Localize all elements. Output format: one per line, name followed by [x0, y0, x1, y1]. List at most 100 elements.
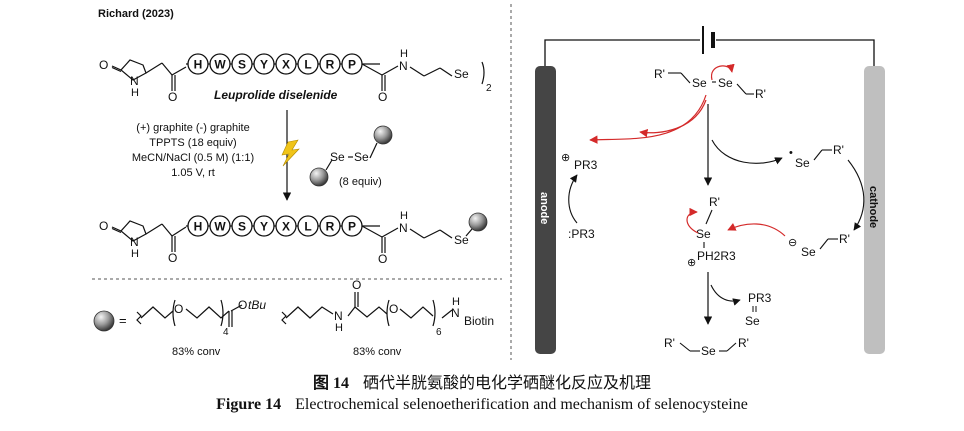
se-radical-species: • Se R'	[789, 143, 844, 170]
atom-n-amide-bottom: N	[399, 221, 408, 235]
caption-en-text: Electrochemical selenoetherification and…	[295, 396, 748, 413]
svg-text:H: H	[194, 220, 203, 234]
svg-text:Se: Se	[801, 245, 816, 259]
reagent-equiv: (8 equiv)	[339, 176, 382, 188]
caption-english: Figure 14 Electrochemical selenoetherific…	[0, 396, 964, 414]
pr3-neutral: :PR3	[568, 227, 595, 241]
svg-text:⊕: ⊕	[687, 257, 696, 269]
svg-text:R': R'	[738, 336, 749, 350]
svg-text:X: X	[282, 220, 290, 234]
svg-text:Y: Y	[260, 220, 268, 234]
caption-cn-text: 硒代半胱氨酸的电化学硒醚化反应及机理	[363, 375, 652, 392]
atom-n-ring-bottom: N	[130, 235, 139, 249]
diselenide-reagent: Se Se (8 equiv)	[309, 125, 393, 188]
svg-text:P: P	[348, 220, 356, 234]
reaction-scheme: Richard (2023) O N H O H W S Y X L R P	[92, 8, 502, 358]
atom-n-amide-top: N	[399, 59, 408, 73]
residue-bead: S	[231, 53, 253, 75]
svg-text:W: W	[214, 58, 226, 72]
atom-o-amide-top: O	[378, 90, 387, 104]
cathode-electrode	[864, 66, 885, 354]
svg-text:1.05 V, rt: 1.05 V, rt	[171, 167, 215, 179]
svg-text:TPPTS (18 equiv): TPPTS (18 equiv)	[149, 137, 236, 149]
red-arrow-to-cation-2	[639, 99, 707, 138]
cathode-label: cathode	[867, 186, 879, 228]
svg-text:Se: Se	[354, 150, 369, 164]
anode-electrode	[535, 66, 556, 354]
svg-text:Se: Se	[701, 344, 716, 358]
red-arrow-se-p	[686, 207, 699, 234]
residue-bead: R	[319, 53, 341, 75]
svg-text:O: O	[389, 302, 398, 316]
atom-n-ring-top: N	[130, 74, 139, 88]
svg-text:Se: Se	[718, 76, 733, 90]
atom-n-legend: N	[334, 309, 343, 323]
caption-en-label: Figure 14	[216, 396, 282, 413]
radical-branch-arrow	[711, 139, 783, 165]
legend-equals: =	[119, 313, 127, 328]
atom-h-ring-top: H	[131, 87, 139, 99]
diselenide-species: R' Se Se R'	[654, 67, 766, 101]
red-curved-arrow-bond	[711, 63, 735, 81]
svg-text:PR3: PR3	[748, 291, 772, 305]
svg-text:R': R'	[664, 336, 675, 350]
product-ball	[468, 212, 488, 232]
amide-tail-top	[361, 61, 485, 91]
peptide-chain-top: H W S Y X L R P	[187, 53, 363, 75]
atom-se-top: Se	[454, 67, 469, 81]
atom-h-legend: H	[335, 322, 343, 334]
subscript-6: 6	[436, 327, 442, 338]
svg-text:PH2R3: PH2R3	[697, 249, 736, 263]
svg-text:R: R	[326, 220, 335, 234]
residue-bead: L	[297, 53, 319, 75]
selenoether-product: R' Se R'	[664, 336, 749, 358]
residue-bead: Y	[253, 215, 275, 237]
svg-text:⊖: ⊖	[788, 237, 797, 249]
elimination-branch-arrow	[710, 284, 741, 306]
legend-biotin: Biotin	[464, 314, 494, 328]
residue-bead: P	[341, 53, 363, 75]
peptide-chain-bottom: H W S Y X L R P	[187, 215, 363, 237]
svg-text:Se: Se	[696, 227, 711, 241]
svg-text:X: X	[282, 58, 290, 72]
oxidation-arrow	[568, 174, 578, 224]
atom-o-carbonyl-top: O	[168, 90, 177, 104]
atom-o-amide-bottom: O	[378, 252, 387, 266]
atom-o-ring-bottom: O	[99, 219, 108, 233]
residue-bead: W	[209, 53, 231, 75]
residue-bead: P	[341, 215, 363, 237]
reduction-arrow	[847, 159, 865, 231]
atom-h-ring-bottom: H	[131, 248, 139, 260]
mechanism-diagram: anode cathode R' Se Se R' ⊕ PR3 :PR3	[535, 26, 885, 358]
svg-text:W: W	[214, 220, 226, 234]
pyroglutamate-ring-bottom	[111, 220, 187, 252]
svg-text:R: R	[326, 58, 335, 72]
svg-text:R': R'	[654, 67, 665, 81]
atom-h-amide-bottom: H	[400, 210, 408, 222]
subscript-2: 2	[486, 83, 492, 94]
svg-text:Y: Y	[260, 58, 268, 72]
red-arrow-anion-attack	[727, 222, 786, 237]
svg-text:H: H	[452, 296, 460, 308]
svg-text:MeCN/NaCl (0.5 M) (1:1): MeCN/NaCl (0.5 M) (1:1)	[132, 152, 254, 164]
svg-text:R': R'	[755, 87, 766, 101]
lightning-icon	[281, 139, 300, 167]
residue-bead: X	[275, 215, 297, 237]
legend-tbu: tBu	[248, 298, 266, 312]
red-arrow-to-cation	[589, 94, 707, 144]
circuit-wire	[544, 39, 875, 66]
svg-text:R': R'	[839, 232, 850, 246]
conversion-1: 83% conv	[172, 346, 221, 358]
selenophosphine-species: PR3 Se	[745, 291, 772, 328]
svg-text:(+) graphite (-) graphite: (+) graphite (-) graphite	[136, 122, 249, 134]
pr3-cation: PR3	[574, 158, 598, 172]
reactant-name: Leuprolide diselenide	[214, 88, 338, 102]
conversion-2: 83% conv	[353, 346, 402, 358]
residue-bead: L	[297, 215, 319, 237]
selenide-anion-species: ⊖ Se R'	[788, 232, 850, 259]
svg-text:N: N	[451, 306, 460, 320]
battery-icon	[702, 26, 715, 54]
reference-label: Richard (2023)	[98, 8, 174, 20]
residue-bead: R	[319, 215, 341, 237]
svg-text:R': R'	[833, 143, 844, 157]
